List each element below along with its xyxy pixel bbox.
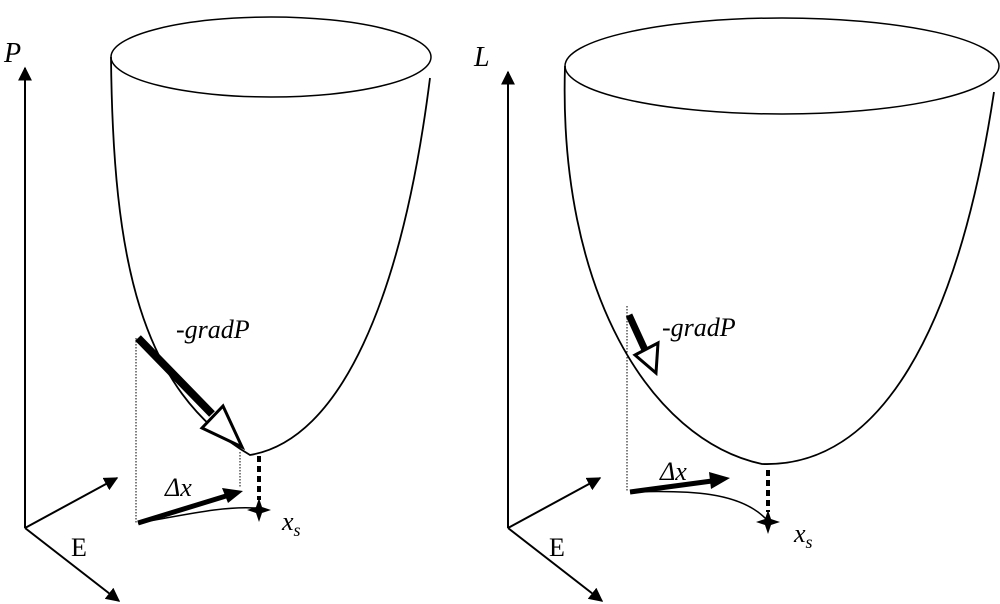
left-e-axis xyxy=(24,527,121,602)
right-depth-axis xyxy=(507,477,602,529)
left-axes xyxy=(18,66,121,602)
left-step-label: Δx xyxy=(164,473,192,502)
right-e-axis xyxy=(507,527,604,602)
right-step-path xyxy=(629,490,767,520)
right-bowl-surface xyxy=(563,17,1000,465)
right-bowl-outline xyxy=(563,65,995,465)
right-step-arrow xyxy=(629,472,730,495)
right-axes xyxy=(501,70,604,602)
right-step-label: Δx xyxy=(659,457,687,486)
left-bowl-surface xyxy=(110,16,432,456)
right-gradient-label: -gradP xyxy=(662,313,736,342)
left-e-axis-label: E xyxy=(71,533,87,562)
right-stationary-point-label: xs xyxy=(793,519,813,552)
left-bowl-outline xyxy=(110,56,431,456)
right-bowl-rim xyxy=(564,17,1000,115)
left-step-arrow xyxy=(137,488,243,526)
right-panel: L E -gradP Δx xs xyxy=(473,17,1000,602)
left-stationary-point-label: xs xyxy=(281,507,301,540)
left-depth-axis xyxy=(24,477,119,529)
left-bowl-rim xyxy=(110,16,432,98)
right-gradient-arrow xyxy=(625,313,660,377)
left-stationary-point xyxy=(247,498,271,522)
right-stationary-point xyxy=(756,510,780,534)
left-vertical-axis-label: P xyxy=(3,38,21,69)
right-vertical-axis-label: L xyxy=(473,42,490,73)
left-gradient-arrow xyxy=(135,335,246,451)
left-gradient-label: -gradP xyxy=(176,315,250,344)
left-panel: P E -gradP Δx xs xyxy=(3,16,432,602)
right-e-axis-label: E xyxy=(549,533,565,562)
